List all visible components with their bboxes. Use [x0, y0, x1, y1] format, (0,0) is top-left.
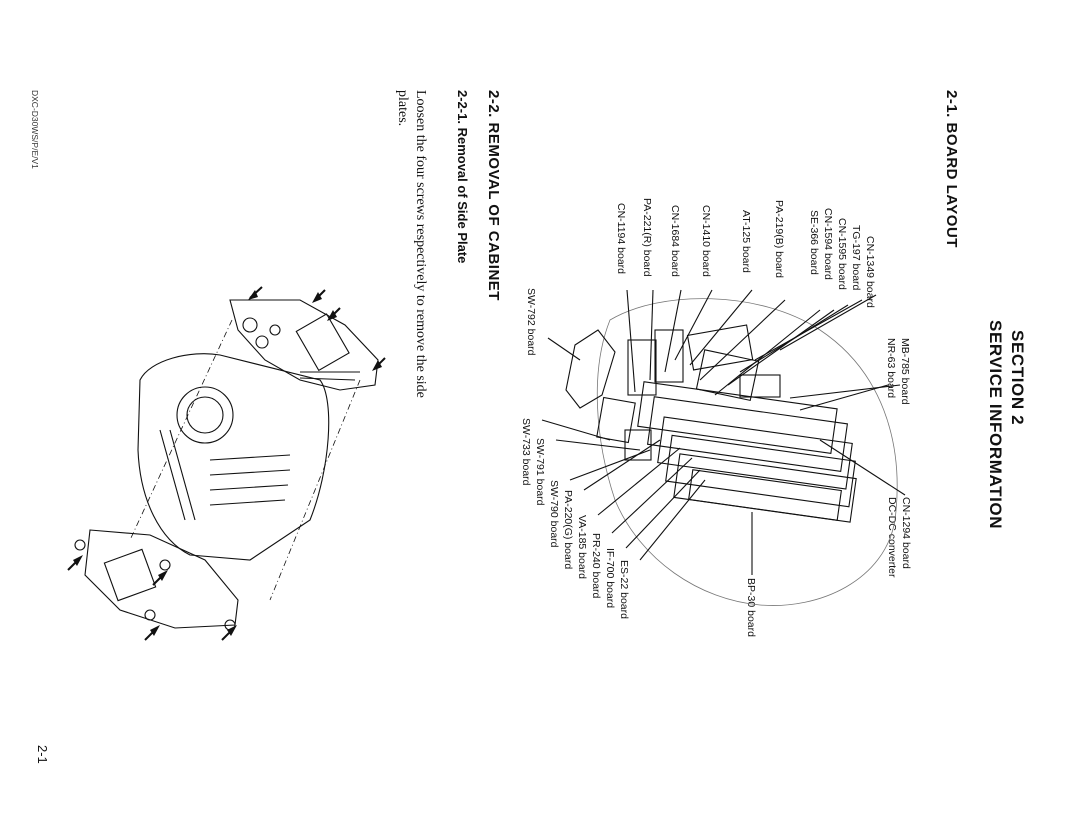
label-cn1194: CN-1194 board — [615, 203, 627, 275]
side-plate-subheading: 2-2-1. Removal of Side Plate — [455, 90, 470, 264]
board-layout-diagram — [541, 289, 906, 606]
label-cn1410: CN-1410 board — [700, 205, 712, 277]
label-pa219b: PA-219(B) board — [773, 200, 785, 279]
cabinet-removal-diagram — [67, 286, 386, 641]
removal-heading: 2-2. REMOVAL OF CABINET — [485, 90, 502, 301]
model-footer: DXC-D30WS/P/E/V1 — [30, 90, 40, 169]
section-title: SERVICE INFORMATION — [986, 320, 1005, 530]
board-layout-heading: 2-1. BOARD LAYOUT — [943, 90, 960, 248]
section-number: SECTION 2 — [1008, 330, 1027, 426]
label-at125: AT-125 board — [740, 210, 752, 273]
label-cn1594: CN-1594 board — [822, 208, 834, 280]
instruction-line-2: plates. — [395, 90, 410, 127]
label-se366: SE-366 board — [808, 210, 820, 275]
label-pa221r: PA-221(R) board — [641, 198, 653, 277]
page-number: 2-1 — [35, 745, 50, 764]
label-cn1684: CN-1684 board — [669, 205, 681, 277]
